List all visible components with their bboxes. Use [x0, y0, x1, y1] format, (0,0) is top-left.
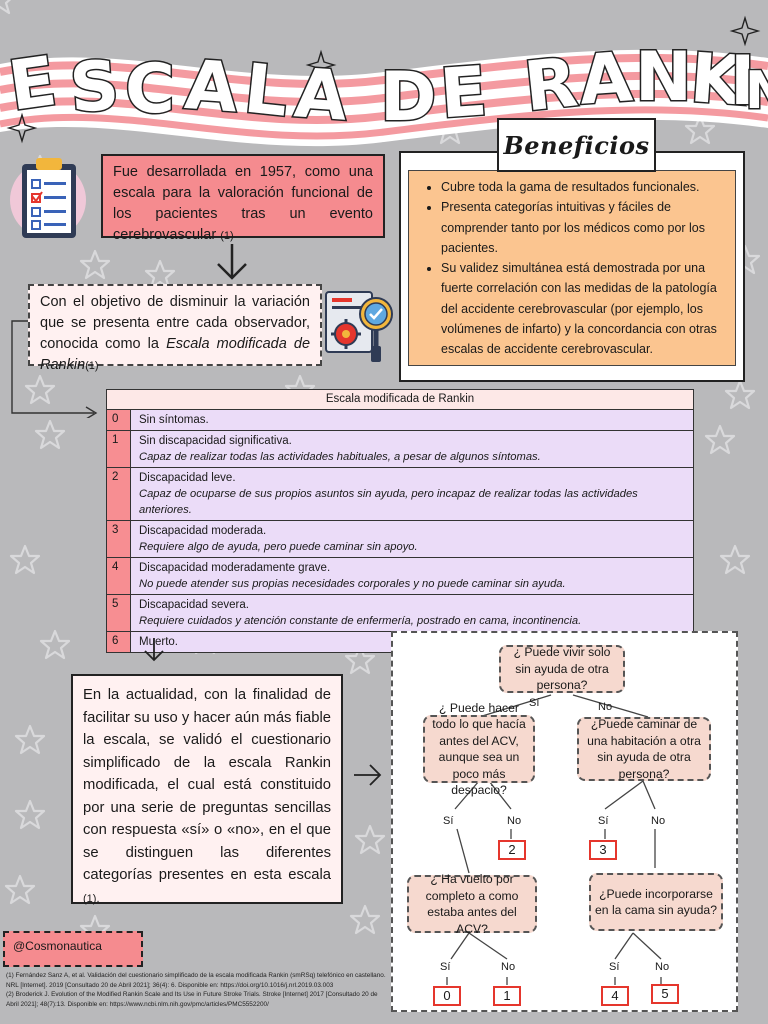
benefits-list-box: Cubre toda la gama de resultados funcion… [408, 170, 736, 366]
row-score: 4 [106, 557, 131, 595]
no-label: No [598, 701, 613, 713]
objective-emphasis: Escala modificada de Rankin [40, 336, 311, 373]
flowchart-connectors [446, 694, 662, 985]
row-sub: Capaz de ocuparse de sus propios asuntos… [139, 488, 638, 516]
row-score: 3 [106, 520, 131, 558]
table-row: 4 Discapacidad moderadamente grave. No pu… [106, 557, 694, 595]
table-row: 1 Sin discapacidad significativa. Capaz d… [106, 430, 694, 468]
table-header: Escala modificada de Rankin [106, 389, 694, 410]
svg-text:C: C [125, 50, 175, 129]
intro-ref: (1) [220, 230, 234, 242]
benefits-list: Cubre toda la gama de resultados funcion… [441, 177, 723, 360]
svg-text:S: S [67, 46, 121, 128]
flowchart-panel: ¿ Puede vivir solo sin ayuda de otra per… [391, 631, 738, 1012]
references: (1) Fernández Sanz A, et al. Validación … [6, 971, 386, 1009]
arrow-down-icon [144, 638, 164, 662]
arrow-right-icon [354, 764, 382, 786]
row-main: Discapacidad moderada. [139, 525, 267, 537]
current-practice-ref: (1). [83, 892, 100, 905]
svg-text:R: R [521, 43, 581, 127]
outcome-4: 4 [601, 986, 629, 1006]
benefit-item: Su validez simultánea está demostrada po… [441, 258, 723, 359]
flow-question-5: ¿Puede incorporarse en la cama sin ayuda… [589, 873, 723, 931]
svg-text:D: D [380, 58, 436, 137]
row-main: Discapacidad severa. [139, 599, 249, 611]
table-row: 2 Discapacidad leve. Capaz de ocuparse de… [106, 467, 694, 521]
yes-label: Sí [443, 815, 454, 827]
no-label: No [501, 961, 516, 973]
page-title: E S C A L A D E R A N K I N [3, 37, 768, 139]
outcome-1: 1 [493, 986, 521, 1006]
svg-text:A: A [182, 46, 240, 129]
table-row: 3 Discapacidad moderada. Requiere algo de… [106, 520, 694, 558]
flow-question-4: ¿ Ha vuelto por completo a como estaba a… [407, 872, 537, 936]
flow-question-2: ¿ Puede hacer todo lo que hacía antes de… [423, 701, 535, 797]
intro-text: Fue desarrollada en 1957, como una escal… [113, 164, 373, 243]
yes-label: Sí [609, 961, 620, 973]
benefit-item: Presenta categorías intuitivas y fáciles… [441, 197, 723, 258]
row-main: Discapacidad leve. [139, 472, 236, 484]
current-practice-text-box: En la actualidad, con la finalidad de fa… [71, 674, 343, 905]
row-score: 1 [106, 430, 131, 468]
objective-text-box: Con el objetivo de disminuir la variació… [28, 284, 322, 373]
row-score: 5 [106, 594, 131, 632]
row-sub: Requiere algo de ayuda, pero puede camin… [139, 541, 418, 553]
reference-item: (2) Broderick J. Evolution of the Modifi… [6, 991, 378, 1008]
current-practice-text: En la actualidad, con la finalidad de fa… [83, 687, 331, 883]
svg-text:N: N [745, 61, 768, 121]
row-sub: Capaz de realizar todas las actividades … [139, 451, 541, 463]
svg-text:L: L [241, 50, 292, 133]
yes-label: Sí [598, 815, 609, 827]
author-handle: @Cosmonautica [3, 931, 143, 967]
elbow-arrow-icon [11, 320, 98, 418]
outcome-0: 0 [433, 986, 461, 1006]
yes-label: Sí [529, 697, 540, 709]
svg-text:I: I [730, 42, 755, 121]
row-score: 0 [106, 409, 131, 431]
svg-text:K: K [688, 39, 748, 122]
clipboard-checklist-icon [10, 158, 86, 238]
row-sub: No puede atender sus propias necesidades… [139, 578, 566, 590]
flow-question-3: ¿Puede caminar de una habitación a otra … [577, 717, 711, 781]
intro-text-box: Fue desarrollada en 1957, como una escal… [101, 154, 385, 243]
flow-question-1: ¿ Puede vivir solo sin ayuda de otra per… [499, 645, 625, 693]
row-score: 2 [106, 467, 131, 521]
table-row: 5 Discapacidad severa. Requiere cuidados … [106, 594, 694, 632]
arrow-down-icon [217, 244, 247, 280]
objective-text: Con el objetivo de disminuir la variació… [40, 294, 310, 352]
gear-magnifier-icon [325, 291, 393, 362]
outcome-2: 2 [498, 840, 526, 860]
outcome-3: 3 [589, 840, 617, 860]
svg-text:N: N [635, 38, 692, 117]
reference-item: (1) Fernández Sanz A, et al. Validación … [6, 972, 386, 989]
no-label: No [655, 961, 670, 973]
benefits-title: Beneficios [497, 118, 656, 172]
row-main: Discapacidad moderadamente grave. [139, 562, 331, 574]
svg-text:A: A [292, 54, 350, 137]
svg-text:E: E [438, 52, 490, 134]
row-main: Sin discapacidad significativa. [139, 435, 292, 447]
table-row: 0 Sin síntomas. [106, 409, 694, 431]
benefit-item: Cubre toda la gama de resultados funcion… [441, 177, 723, 197]
title-banner [0, 15, 768, 147]
no-label: No [507, 815, 522, 827]
row-score: 6 [106, 631, 131, 653]
no-label: No [651, 815, 666, 827]
svg-text:A: A [577, 38, 635, 121]
rankin-table: Escala modificada de Rankin 0 Sin síntom… [106, 389, 694, 653]
row-sub: Requiere cuidados y atención constante d… [139, 615, 582, 627]
row-main: Sin síntomas. [139, 414, 209, 426]
objective-ref: (1) [85, 360, 99, 372]
svg-text:E: E [4, 42, 61, 127]
outcome-5: 5 [651, 984, 679, 1004]
yes-label: Sí [440, 961, 451, 973]
row-main: Muerto. [139, 636, 178, 648]
